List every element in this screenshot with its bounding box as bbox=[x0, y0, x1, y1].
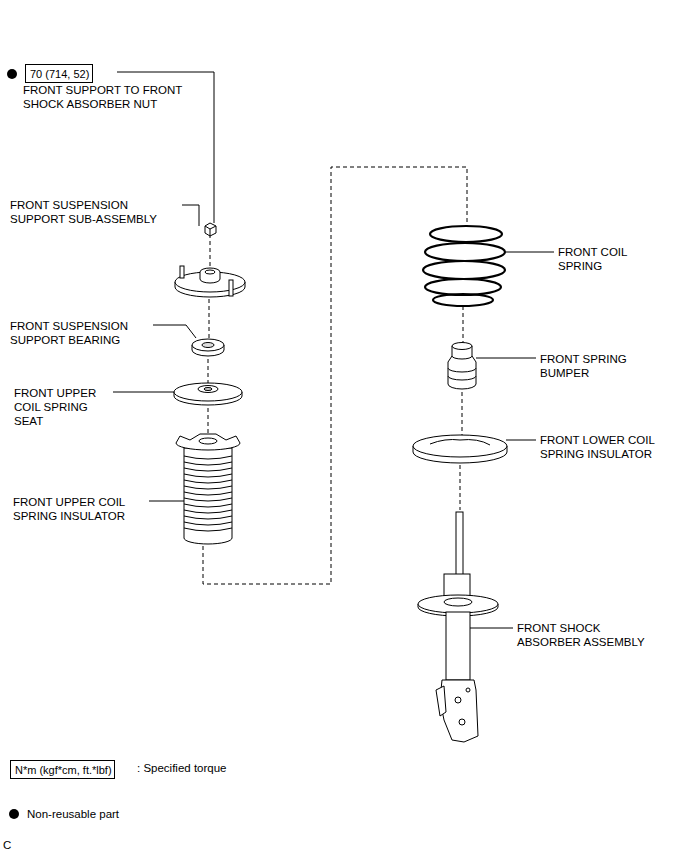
part-name: FRONT COIL SPRING bbox=[558, 245, 644, 273]
box-text: N*m (kgf*cm, ft.*lbf) bbox=[15, 764, 110, 777]
shock-absorber bbox=[418, 512, 498, 742]
part-name: FRONT UPPER COIL SPRING INSULATOR bbox=[13, 495, 145, 523]
part-name: FRONT SUSPENSION SUPPORT BEARING bbox=[10, 319, 150, 347]
support-sub-assembly bbox=[175, 266, 245, 297]
part-name: FRONT SPRING BUMPER bbox=[540, 352, 640, 380]
part-name: FRONT SHOCK ABSORBER ASSEMBLY bbox=[517, 621, 657, 649]
part-name: FRONT SUSPENSION SUPPORT SUB-ASSEMBLY bbox=[10, 198, 172, 226]
part-name: FRONT UPPER COIL SPRING SEAT bbox=[14, 386, 106, 428]
upper-seat bbox=[174, 383, 242, 405]
part-name: FRONT LOWER COIL SPRING INSULATOR bbox=[540, 433, 672, 461]
part-name: FRONT SUPPORT TO FRONT SHOCK ABSORBER NU… bbox=[23, 83, 195, 111]
leader-lines bbox=[113, 72, 554, 628]
bearing bbox=[192, 339, 224, 356]
legend-item: Non-reusable part bbox=[27, 807, 167, 821]
legend-text: Non-reusable part bbox=[27, 808, 119, 820]
upper-insulator bbox=[176, 434, 240, 544]
spring-bumper bbox=[448, 343, 476, 390]
assembly-lines bbox=[203, 167, 467, 584]
non-reusable-mark bbox=[7, 69, 17, 79]
torque-box: 70 (714, 52) bbox=[25, 64, 93, 83]
torque-unit-box: N*m (kgf*cm, ft.*lbf) bbox=[10, 760, 115, 779]
coil-spring bbox=[423, 226, 505, 306]
legend-item: : Specified torque bbox=[137, 761, 277, 775]
lower-insulator bbox=[413, 435, 507, 463]
figure-code: C bbox=[3, 838, 23, 852]
legend-text: : Specified torque bbox=[137, 762, 227, 774]
legend-non-reusable-mark bbox=[9, 809, 19, 819]
nut bbox=[205, 223, 216, 236]
box-text: 70 (714, 52) bbox=[30, 68, 88, 81]
